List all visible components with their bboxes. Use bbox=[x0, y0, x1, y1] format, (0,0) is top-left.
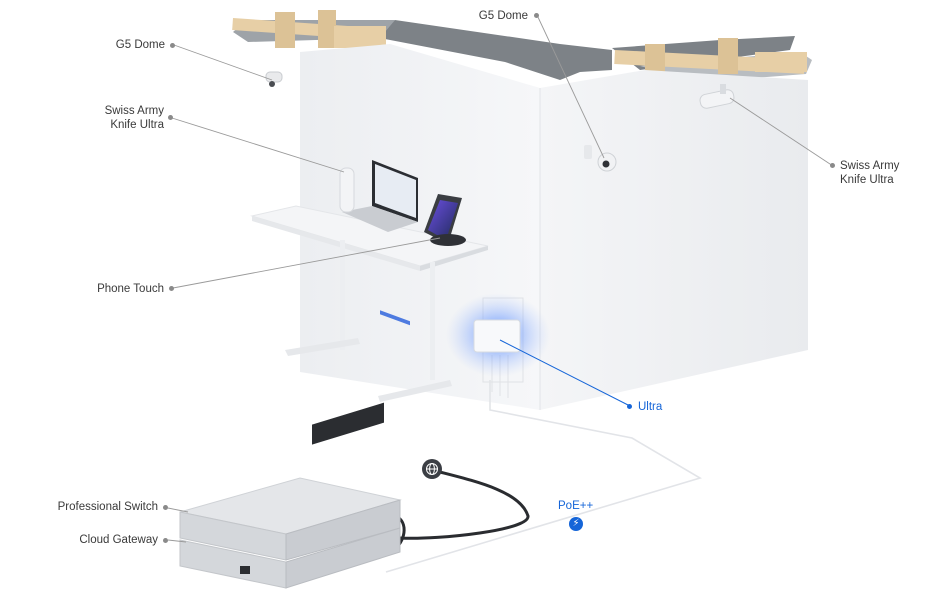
label-phone-touch: Phone Touch bbox=[97, 283, 164, 295]
leader-dot-cloud-gateway bbox=[163, 538, 168, 543]
leader-dot-swiss-army-left bbox=[168, 115, 173, 120]
label-swiss-army-right-line1: Swiss Army bbox=[840, 160, 900, 172]
label-g5-dome-top: G5 Dome bbox=[478, 10, 528, 22]
label-g5-dome-left: G5 Dome bbox=[115, 39, 165, 51]
switch-ports bbox=[312, 402, 384, 445]
leader-dot-professional-switch bbox=[163, 505, 168, 510]
phone-touch-device bbox=[424, 194, 466, 246]
label-professional-switch: Professional Switch bbox=[57, 501, 158, 513]
label-swiss-army-right-line2: Knife Ultra bbox=[840, 174, 894, 186]
label-poe: PoE++ bbox=[558, 500, 594, 512]
leader-lines bbox=[167, 14, 834, 543]
leader-dot-g5-dome-top bbox=[534, 13, 539, 18]
ultra-device bbox=[446, 293, 550, 377]
label-cloud-gateway: Cloud Gateway bbox=[79, 534, 158, 546]
leader-dot-phone-touch bbox=[169, 286, 174, 291]
ultra-leader-line bbox=[499, 339, 631, 407]
label-swiss-army-left-line2: Knife Ultra bbox=[110, 119, 164, 131]
laptop bbox=[342, 160, 418, 326]
label-swiss-army-left-line1: Swiss Army bbox=[104, 105, 164, 117]
switch-gateway-stack bbox=[179, 402, 402, 589]
leader-dot-swiss-army-right bbox=[830, 163, 835, 168]
swiss-army-knife-ultra-ceiling-device bbox=[699, 84, 735, 109]
label-ultra: Ultra bbox=[638, 401, 663, 413]
lightning-bolt-icon: ⚡ bbox=[569, 517, 583, 531]
leader-dot-ultra bbox=[627, 404, 632, 409]
internet-globe-icon bbox=[422, 459, 442, 479]
swiss-army-knife-ultra-desk-device bbox=[339, 167, 355, 213]
desk bbox=[250, 205, 489, 402]
leader-dot-g5-dome-left bbox=[170, 43, 175, 48]
g5-dome-left-device bbox=[265, 71, 283, 87]
g5-dome-wall-device bbox=[584, 145, 617, 172]
